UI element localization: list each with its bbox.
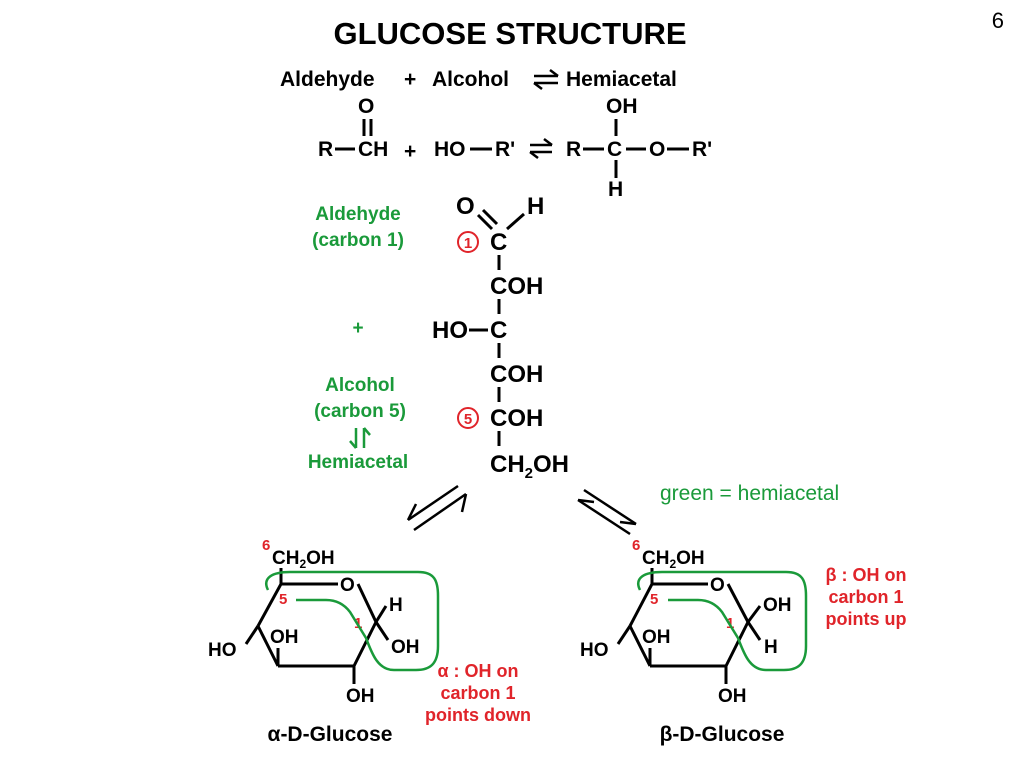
chain-c3-c: C bbox=[490, 317, 507, 344]
alpha-c3-oh: OH bbox=[270, 627, 299, 648]
beta-c1-h: H bbox=[764, 637, 778, 658]
alpha-note-line-2: carbon 1 bbox=[440, 683, 515, 703]
alpha-note-line-1: α : OH on bbox=[437, 661, 518, 681]
label-carbon-1: (carbon 1) bbox=[312, 230, 404, 251]
chain-c2: COH bbox=[490, 273, 543, 300]
open-chain-glucose: O H 1 C COH HO C COH 5 COH CH2OH bbox=[432, 193, 569, 482]
label-alcohol: Alcohol bbox=[325, 375, 395, 396]
eq-hemiacetal: Hemiacetal bbox=[566, 68, 677, 91]
general-reaction: O R CH + HO R' OH R C O R' H bbox=[318, 95, 712, 201]
eq-alcohol: Alcohol bbox=[432, 68, 509, 91]
page-number: 6 bbox=[992, 8, 1004, 33]
chain-c6: CH2OH bbox=[490, 451, 569, 482]
equilibrium-arrow-right-icon bbox=[577, 488, 637, 536]
beta-c2-oh: OH bbox=[718, 686, 747, 707]
alpha-c1-oh: OH bbox=[391, 637, 420, 658]
alpha-ring-o: O bbox=[340, 575, 355, 596]
equilibrium-arrow-left-icon bbox=[406, 484, 468, 532]
chain-c4: COH bbox=[490, 361, 543, 388]
hemiacetal-oh: OH bbox=[606, 95, 638, 118]
label-carbon-5: (carbon 5) bbox=[314, 401, 406, 422]
alpha-c4-ho: HO bbox=[208, 640, 237, 661]
alpha-c6-number: 6 bbox=[262, 537, 270, 554]
label-plus: + bbox=[352, 318, 363, 339]
alpha-c2-oh: OH bbox=[346, 686, 375, 707]
equilibrium-arrow-icon bbox=[529, 138, 553, 159]
beta-c4-ho: HO bbox=[580, 640, 609, 661]
aldehyde-ch: CH bbox=[358, 138, 388, 161]
alpha-c5-number: 5 bbox=[279, 591, 287, 608]
carbon-5-marker bbox=[457, 407, 479, 429]
hemiacetal-r-prime: R' bbox=[692, 138, 712, 161]
alpha-ch2oh: CH2OH bbox=[272, 548, 335, 571]
chain-num-5: 5 bbox=[464, 411, 472, 428]
beta-glucose-ring: 6 CH2OH O 5 1 OH H HO OH OH β : OH on ca… bbox=[580, 537, 906, 746]
hemiacetal-c: C bbox=[607, 138, 622, 161]
chain-c5: COH bbox=[490, 405, 543, 432]
beta-ch2oh: CH2OH bbox=[642, 548, 705, 571]
beta-glucose-name: β-D-Glucose bbox=[660, 723, 785, 746]
chain-c3-ho: HO bbox=[432, 317, 468, 344]
page-title: GLUCOSE STRUCTURE bbox=[333, 16, 686, 51]
alcohol-ho: HO bbox=[434, 138, 466, 161]
eq-plus: + bbox=[404, 68, 416, 91]
beta-c3-oh: OH bbox=[642, 627, 671, 648]
chain-h: H bbox=[527, 193, 544, 220]
hemiacetal-r: R bbox=[566, 138, 581, 161]
eq-aldehyde: Aldehyde bbox=[280, 68, 375, 91]
equilibrium-arrow-icon bbox=[349, 427, 371, 449]
equilibrium-arrow-icon bbox=[533, 69, 559, 90]
legend-hemiacetal: green = hemiacetal bbox=[660, 482, 839, 505]
hemiacetal-o: O bbox=[649, 138, 665, 161]
label-hemiacetal: Hemiacetal bbox=[308, 452, 408, 473]
beta-hemiacetal-outline bbox=[637, 570, 808, 672]
beta-c6-number: 6 bbox=[632, 537, 640, 554]
aldehyde-o: O bbox=[358, 95, 374, 118]
word-equation: Aldehyde + Alcohol Hemiacetal bbox=[280, 68, 677, 91]
carbon-1-marker bbox=[457, 231, 479, 253]
alpha-hemiacetal-outline bbox=[265, 570, 440, 672]
chain-num-1: 1 bbox=[464, 235, 472, 252]
alpha-glucose-ring: 6 CH2OH O 5 1 H OH HO OH OH α : OH on ca… bbox=[208, 537, 531, 746]
alpha-glucose-name: α-D-Glucose bbox=[268, 723, 393, 746]
side-labels: Aldehyde (carbon 1) + Alcohol (carbon 5)… bbox=[308, 204, 408, 473]
reaction-plus: + bbox=[404, 140, 416, 163]
label-aldehyde: Aldehyde bbox=[315, 204, 401, 225]
beta-note-line-3: points up bbox=[826, 609, 907, 629]
chain-o: O bbox=[456, 193, 475, 220]
beta-ring-o: O bbox=[710, 575, 725, 596]
chain-c1: C bbox=[490, 229, 507, 256]
aldehyde-r: R bbox=[318, 138, 333, 161]
alpha-note-line-3: points down bbox=[425, 705, 531, 725]
hemiacetal-h: H bbox=[608, 178, 623, 201]
beta-c1-oh: OH bbox=[763, 595, 792, 616]
alpha-c1-h: H bbox=[389, 595, 403, 616]
beta-c5-number: 5 bbox=[650, 591, 658, 608]
beta-note-line-1: β : OH on bbox=[826, 565, 907, 585]
beta-note-line-2: carbon 1 bbox=[828, 587, 903, 607]
alcohol-r-prime: R' bbox=[495, 138, 515, 161]
